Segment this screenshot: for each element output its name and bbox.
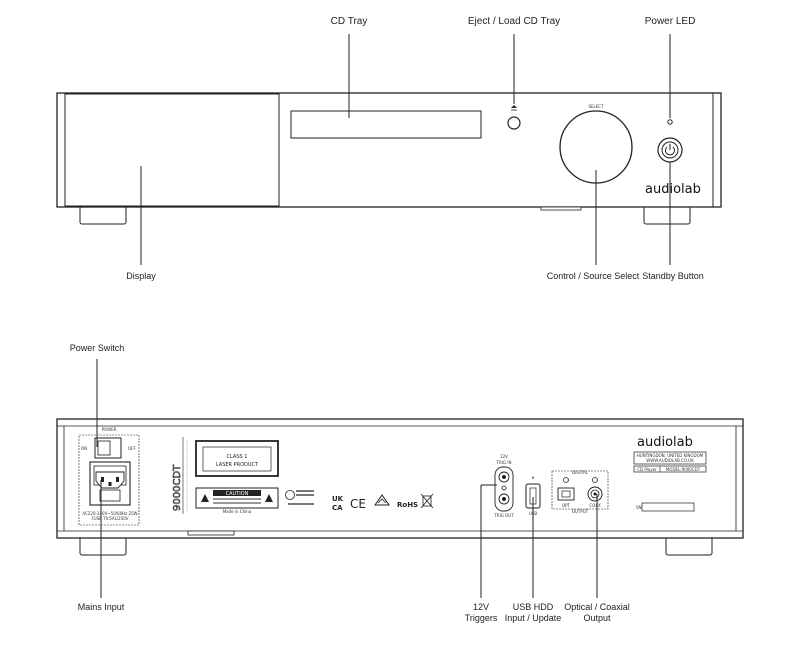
serial-label: SN (636, 505, 642, 510)
laser-warning-icon (265, 494, 273, 502)
warning-triangle-icon (201, 494, 209, 502)
rohs-mark: RoHS (397, 501, 418, 509)
eject-button (507, 116, 521, 130)
coax-label: COAX (589, 503, 601, 508)
cd-player-label: CD Player (637, 467, 657, 472)
laser-product-text: LASER PRODUCT (216, 462, 259, 468)
made-in-label: Made in China (223, 509, 252, 514)
callout-standby: Standby Button (642, 271, 704, 281)
ce-mark: CE (350, 497, 366, 511)
power-led (667, 119, 673, 125)
callout-power-switch: Power Switch (69, 343, 125, 353)
trigger-in-label: TRIG IN (496, 460, 512, 465)
mains-rating-line1: AC220-240V~50/60Hz 25W (82, 511, 137, 516)
usb-icon: ⭿ (532, 475, 535, 480)
caution-text: CAUTION (226, 491, 249, 497)
callout-mains-input: Mains Input (77, 602, 125, 612)
display-window (64, 93, 280, 207)
front-brand-logo: audiolab (645, 182, 701, 197)
model-number-label: MODEL:9000CDT (666, 467, 701, 472)
front-left-foot (79, 205, 127, 225)
on-label: ON (81, 446, 87, 451)
ukca-mark-top: UK (332, 495, 344, 503)
callout-power-led: Power LED (644, 16, 696, 27)
power-icon (665, 146, 675, 156)
power-label: POWER (102, 427, 117, 432)
address-box (633, 451, 707, 465)
callout-usb-line1: USB HDD (512, 602, 554, 612)
ukca-mark-bottom: CA (332, 504, 343, 512)
mains-rating-line2: FUSE T0.5AL/250V (91, 516, 128, 521)
callout-optical-line1: Optical / Coaxial (564, 602, 630, 612)
trigger-12v-label: 12V (500, 454, 508, 459)
callout-optical-coaxial: Optical / Coaxial Output (564, 602, 630, 624)
address-line1: HUNTINGDON, UNITED KINGDOM (637, 453, 704, 458)
off-label: OFF (128, 446, 136, 451)
model-info-box (633, 465, 707, 473)
callout-triggers-line2: Triggers (464, 613, 498, 623)
callout-cd-tray: CD Tray (330, 16, 368, 27)
rear-brand-logo: audiolab (637, 435, 693, 450)
callout-triggers-line1: 12V (472, 602, 489, 612)
callout-eject: Eject / Load CD Tray (467, 16, 561, 27)
callout-triggers: 12V Triggers (465, 602, 498, 624)
callout-usb-line2: Input / Update (504, 613, 562, 623)
digital-label: DIGITAL (572, 470, 588, 475)
callout-display: Display (126, 271, 156, 281)
rear-right-foot (665, 536, 713, 556)
rear-chassis (56, 418, 744, 539)
laser-class-text: CLASS 1 (227, 454, 248, 460)
select-label: SELECT (588, 104, 604, 109)
address-line2: WWW.AUDIOLAB.CO.UK (646, 458, 694, 463)
output-label: OUTPUT (572, 509, 589, 514)
callout-optical-line2: Output (583, 613, 611, 623)
serial-box (641, 502, 695, 512)
etl-mark-icon (285, 490, 295, 500)
cd-tray (290, 110, 482, 139)
front-right-foot (643, 205, 691, 225)
trigger-out-label: TRIG OUT (493, 513, 514, 518)
model-number-vertical: 9000CDT (172, 464, 183, 511)
weee-bin-icon (420, 493, 434, 509)
opt-label: OPT (562, 503, 571, 508)
callout-usb: USB HDD Input / Update (505, 602, 562, 624)
rear-left-foot (79, 536, 127, 556)
callout-control: Control / Source Select (546, 271, 640, 281)
